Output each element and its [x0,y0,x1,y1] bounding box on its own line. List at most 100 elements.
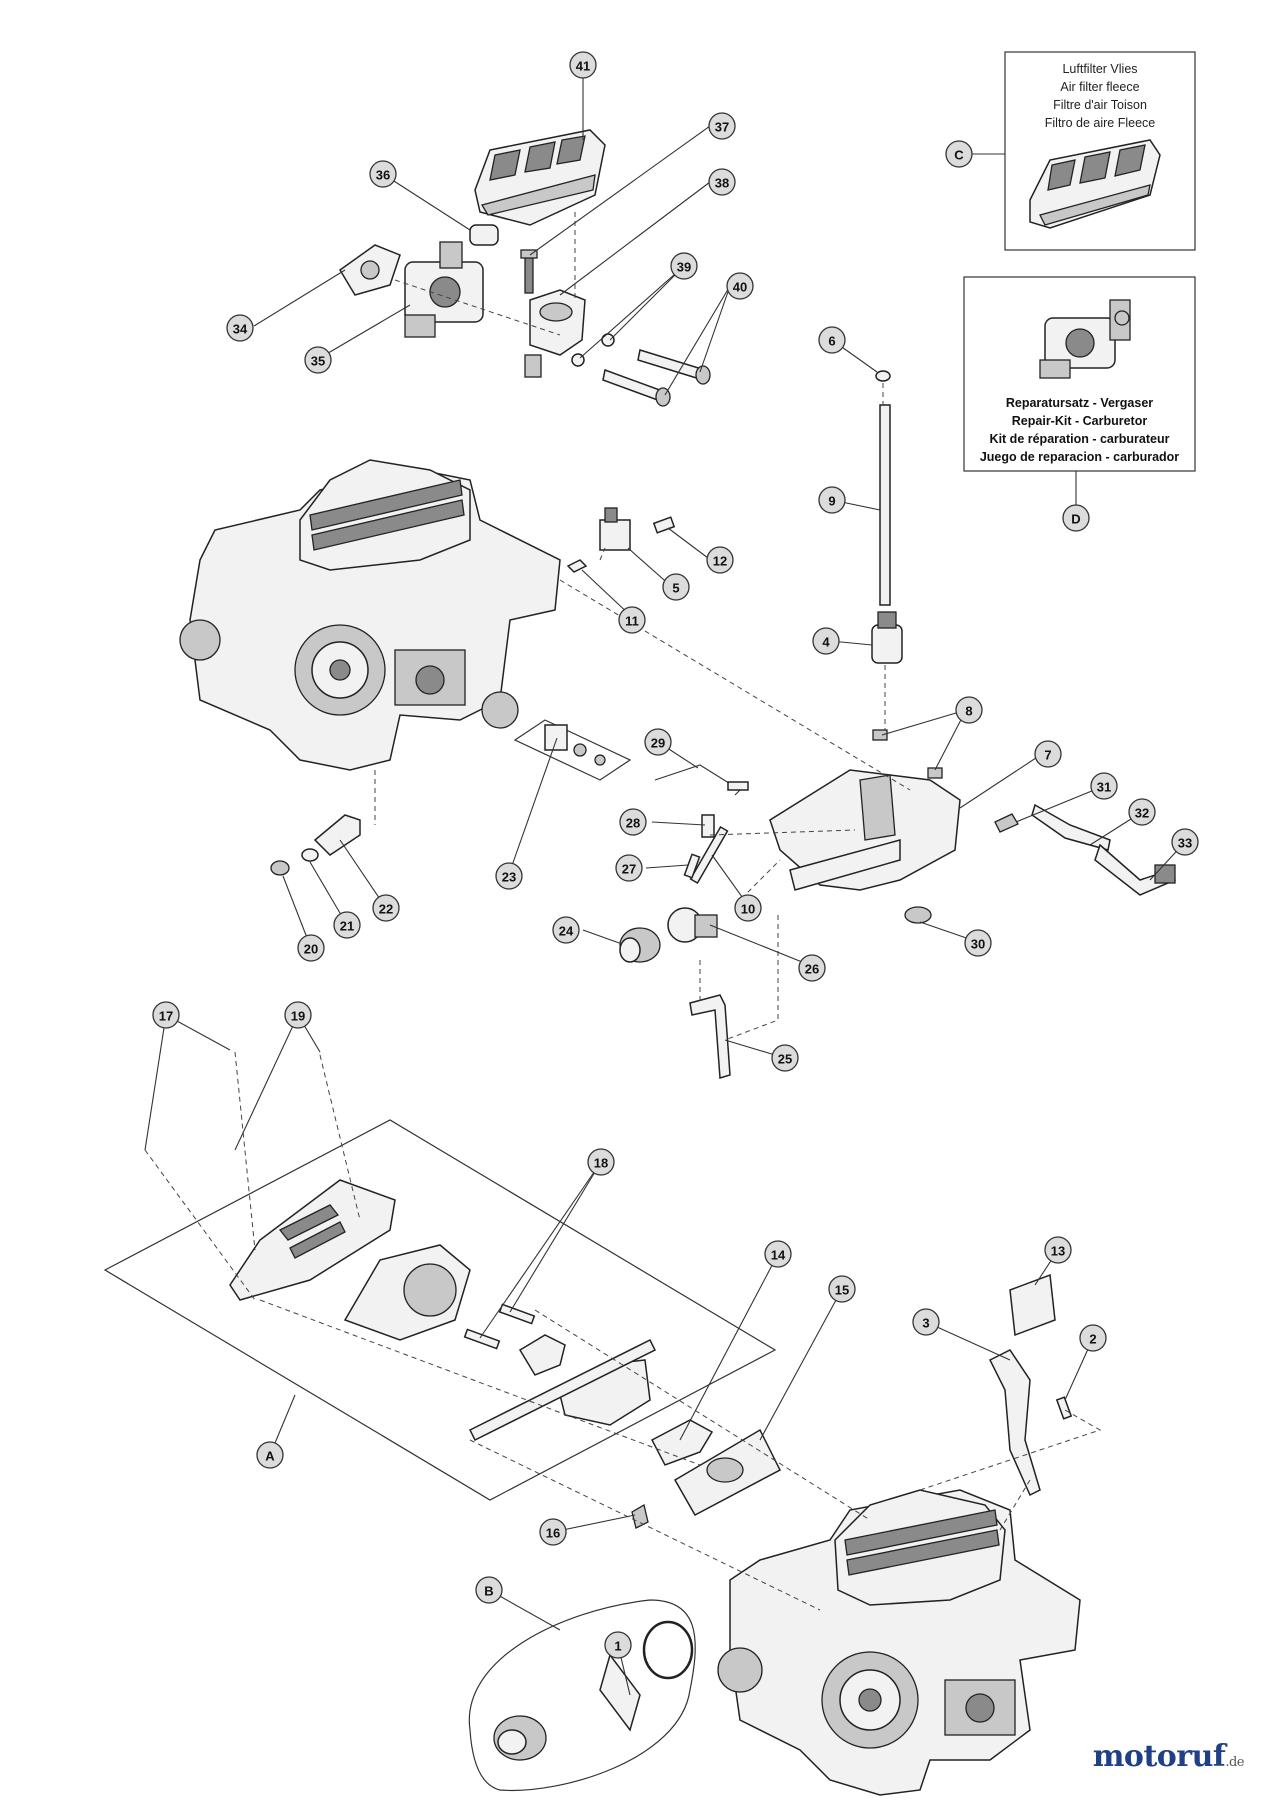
part-washer-a [601,333,615,347]
part-cover-3 [988,1349,1041,1497]
callout-label: 20 [304,942,318,957]
callout-13: 13 [1044,1236,1072,1264]
callout-label: 38 [715,176,729,191]
callout-18: 18 [587,1148,615,1176]
part-spring-10 [689,825,729,885]
callout-28: 28 [619,808,647,836]
callout-label: 11 [625,614,639,629]
callout-label: 7 [1044,748,1051,763]
callout-2: 2 [1079,1324,1107,1352]
callout-label: 41 [576,59,590,74]
callout-label: 13 [1051,1244,1065,1259]
callout-8: 8 [955,696,983,724]
callout-label: 33 [1178,836,1192,851]
callout-label: 36 [376,168,390,183]
part-muffler-gasket [518,1334,566,1376]
callout-label: 31 [1097,780,1111,795]
part-throttle-rod-29 [654,764,749,796]
part-primer-24 [619,927,661,963]
box-c-air-filter-image [1029,139,1161,229]
callout-22: 22 [372,894,400,922]
part-carburetor-holder [524,289,586,378]
part-bolt-a [637,349,711,385]
callout-21: 21 [333,911,361,939]
callout-label: 4 [822,635,830,650]
callout-24: 24 [552,916,580,944]
part-buffer-31 [994,813,1019,833]
callout-label: 27 [622,862,636,877]
callout-39: 39 [670,252,698,280]
callout-5: 5 [662,573,690,601]
callout-label: 9 [828,494,835,509]
callout-label: 6 [828,334,835,349]
part-bolt-b [602,368,671,407]
callout-d: D [1062,504,1090,532]
callout-label: 35 [311,354,325,369]
callout-label: 18 [594,1156,608,1171]
callout-29: 29 [644,728,672,756]
callout-23: 23 [495,862,523,890]
callout-30: 30 [964,929,992,957]
callout-label: 1 [614,1639,621,1654]
part-handle-housing [769,769,961,891]
callout-20: 20 [297,934,325,962]
part-fuel-strainer [599,1653,641,1732]
brand-name: motoruf [1092,1739,1226,1774]
part-air-filter-cover [474,129,606,226]
callout-35: 35 [304,346,332,374]
box-d-line: Kit de réparation - carburateur [989,432,1170,446]
callout-26: 26 [798,954,826,982]
part-screw-12 [652,516,676,534]
callout-label: 24 [559,924,574,939]
callout-1: 1 [604,1631,632,1659]
part-fuel-cap [493,1715,547,1761]
part-washer-21 [301,848,319,862]
part-gasket-14 [650,1419,714,1466]
part-bracket-22 [313,814,361,856]
callout-10: 10 [734,894,762,922]
callout-31: 31 [1090,772,1118,800]
part-clip-11 [566,559,588,573]
part-crankcase-upper [179,459,561,771]
callout-33: 33 [1171,828,1199,856]
callout-label: 3 [922,1316,929,1331]
callout-15: 15 [828,1275,856,1303]
callout-a: A [256,1441,284,1469]
callout-label: 22 [379,902,393,917]
callout-label: 17 [159,1009,173,1024]
box-d-line: Repair-Kit - Carburetor [1011,414,1148,428]
box-d-line: Reparatursatz - Vergaser [1005,396,1154,410]
callout-27: 27 [615,854,643,882]
callout-38: 38 [708,168,736,196]
callout-7: 7 [1034,740,1062,768]
callout-label: 8 [965,704,972,719]
box-c-line: Filtro de aire Fleece [1044,116,1156,130]
callout-label: 15 [835,1283,849,1298]
callout-32: 32 [1128,798,1156,826]
box-d-caption: Reparatursatz - Vergaser Repair-Kit - Ca… [964,394,1195,466]
callout-3: 3 [912,1308,940,1336]
brand-suffix: .de [1225,1755,1244,1770]
callout-b: B [475,1576,503,1604]
part-screw-37 [520,249,538,294]
part-rod-9 [879,404,891,606]
leader-lines [144,78,1186,1696]
part-screw-28 [701,814,715,838]
part-switch-23 [513,719,632,781]
part-bracket-25 [689,994,731,1079]
callout-12: 12 [706,546,734,574]
callout-34: 34 [226,314,254,342]
part-screw-8a [872,729,888,741]
part-pin-27 [683,853,701,879]
callout-11: 11 [618,606,646,634]
callout-label: 10 [741,902,755,917]
callout-label: 26 [805,962,819,977]
part-housing-26 [667,907,718,943]
part-filter-13 [1009,1273,1056,1337]
part-screw-8b [927,767,943,779]
callout-label: C [954,148,964,163]
callout-label: 29 [651,736,665,751]
part-switch-5 [599,507,631,551]
callout-16: 16 [539,1518,567,1546]
callout-label: 30 [971,937,985,952]
